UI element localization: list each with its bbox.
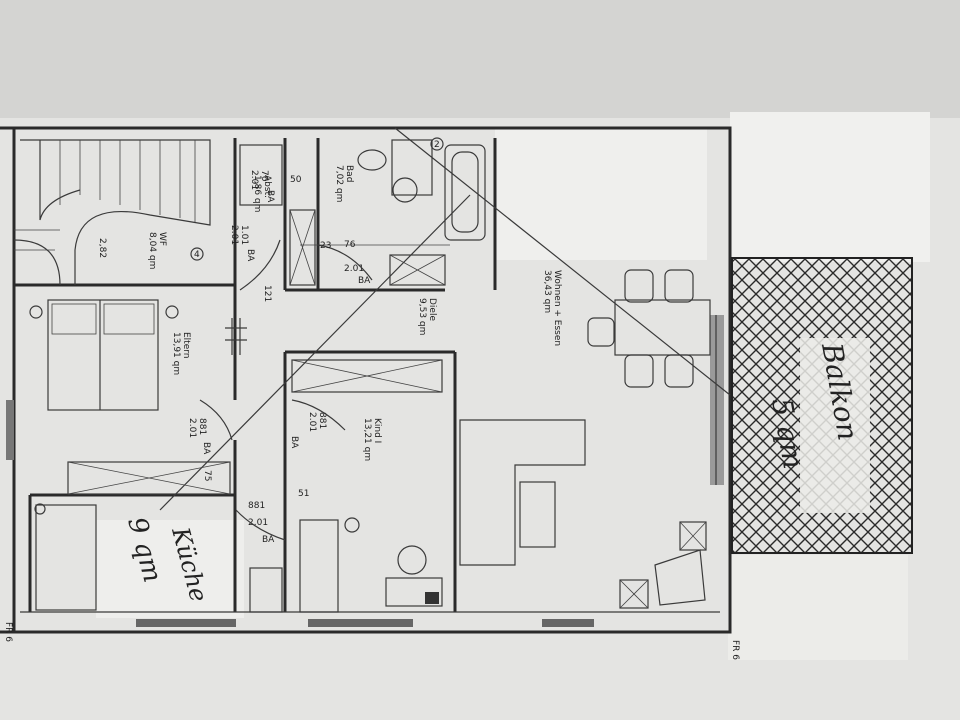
diele-label: Diele 9,53 qm (417, 298, 437, 335)
svg-text:2.01: 2.01 (229, 225, 239, 245)
svg-text:Bad: Bad (344, 165, 354, 182)
svg-text:Abst.: Abst. (262, 175, 272, 198)
svg-text:BA: BA (358, 276, 371, 286)
svg-text:881: 881 (248, 501, 265, 511)
door-swings (199, 239, 373, 541)
eltern-label: Eltern 13,91 qm (171, 332, 191, 375)
whiteout-patch-balcony (730, 112, 930, 262)
svg-text:9,53 qm: 9,53 qm (417, 298, 427, 335)
svg-text:1.01: 1.01 (239, 225, 249, 245)
kind-furniture (291, 359, 443, 613)
svg-text:8,04 qm: 8,04 qm (147, 232, 157, 269)
bedroom-furniture (29, 299, 247, 495)
svg-text:2.01: 2.01 (187, 418, 197, 438)
svg-text:121: 121 (262, 285, 272, 302)
svg-text:BA: BA (265, 190, 275, 203)
stair-height: 2,82 (97, 238, 107, 258)
door-mark-kind: 881 2.01 BA (289, 412, 327, 449)
whiteout-patch-lower (728, 555, 908, 660)
svg-text:BA: BA (245, 249, 255, 262)
abstell-room (239, 144, 283, 206)
bad-number: 2 (434, 140, 440, 150)
dim-121: 121 (262, 285, 272, 302)
whiteout-patch-living (495, 128, 707, 260)
svg-text:WF: WF (157, 232, 167, 246)
door-mark-wf: 1.01 2.01 BA (229, 225, 255, 262)
door-mark-eltern: 881 2.01 BA (187, 418, 211, 455)
svg-text:2.01: 2.01 (248, 518, 268, 528)
svg-text:13,91 qm: 13,91 qm (171, 332, 181, 375)
svg-text:2,82: 2,82 (97, 238, 107, 258)
dim-51: 51 (298, 489, 309, 499)
wohnen-label: Wohnen + Essen 36,43 qm (542, 270, 562, 346)
paper-top-margin (0, 0, 960, 118)
svg-text:Kind I: Kind I (372, 418, 382, 443)
dim-23: 23 (320, 241, 331, 251)
stair-number: 4 (194, 250, 200, 260)
svg-text:1,86 qm: 1,86 qm (252, 175, 262, 212)
dim-50: 50 (290, 175, 302, 185)
bad-label: Bad 7,02 qm (334, 165, 354, 202)
svg-text:75: 75 (202, 470, 212, 481)
interior-walls (14, 138, 720, 613)
svg-text:Wohnen + Essen: Wohnen + Essen (552, 270, 562, 346)
staircase (13, 139, 211, 286)
balcony-outline (731, 257, 913, 554)
fr-label-left: FR 6 (3, 622, 13, 642)
svg-text:2.01: 2.01 (344, 264, 364, 274)
svg-text:BA: BA (289, 436, 299, 449)
abstell-label: Abst. 1,86 qm (252, 175, 272, 212)
svg-text:2.01: 2.01 (249, 170, 259, 190)
svg-text:13,21 qm: 13,21 qm (362, 418, 372, 461)
diagonal-reference-lines (159, 127, 731, 511)
svg-text:Eltern: Eltern (181, 332, 191, 359)
outer-walls (0, 126, 732, 634)
door-mark-abst: 76 2.01 BA (249, 170, 275, 203)
kitchen-fixtures (34, 503, 283, 613)
svg-text:FR 6: FR 6 (730, 640, 740, 660)
fr-label-right: FR 6 (730, 640, 740, 660)
living-furniture (459, 269, 711, 609)
svg-text:76: 76 (344, 240, 356, 250)
svg-text:2.01: 2.01 (307, 412, 317, 432)
svg-text:7,02 qm: 7,02 qm (334, 165, 344, 202)
balcony-label-backdrop (800, 338, 870, 513)
svg-text:881: 881 (197, 418, 207, 435)
whiteout-patch-kitchen (96, 520, 244, 618)
bad-marker-circle (430, 137, 444, 151)
svg-text:36,43 qm: 36,43 qm (542, 270, 552, 313)
wf-label: WF 8,04 qm (147, 232, 167, 269)
door-mark-bad: 76 2.01 BA (344, 240, 371, 286)
bathroom-fixtures (289, 139, 486, 286)
svg-text:Diele: Diele (427, 298, 437, 321)
svg-text:76: 76 (259, 170, 269, 182)
svg-text:FR 6: FR 6 (3, 622, 13, 642)
svg-text:881: 881 (317, 412, 327, 429)
door-mark-kueche: 881 2.01 BA (248, 501, 275, 545)
svg-text:BA: BA (262, 535, 275, 545)
kind-label: Kind I 13,21 qm (362, 418, 382, 461)
dim-75: 75 (202, 470, 212, 481)
svg-text:BA: BA (201, 442, 211, 455)
stair-marker-circle (190, 247, 204, 261)
